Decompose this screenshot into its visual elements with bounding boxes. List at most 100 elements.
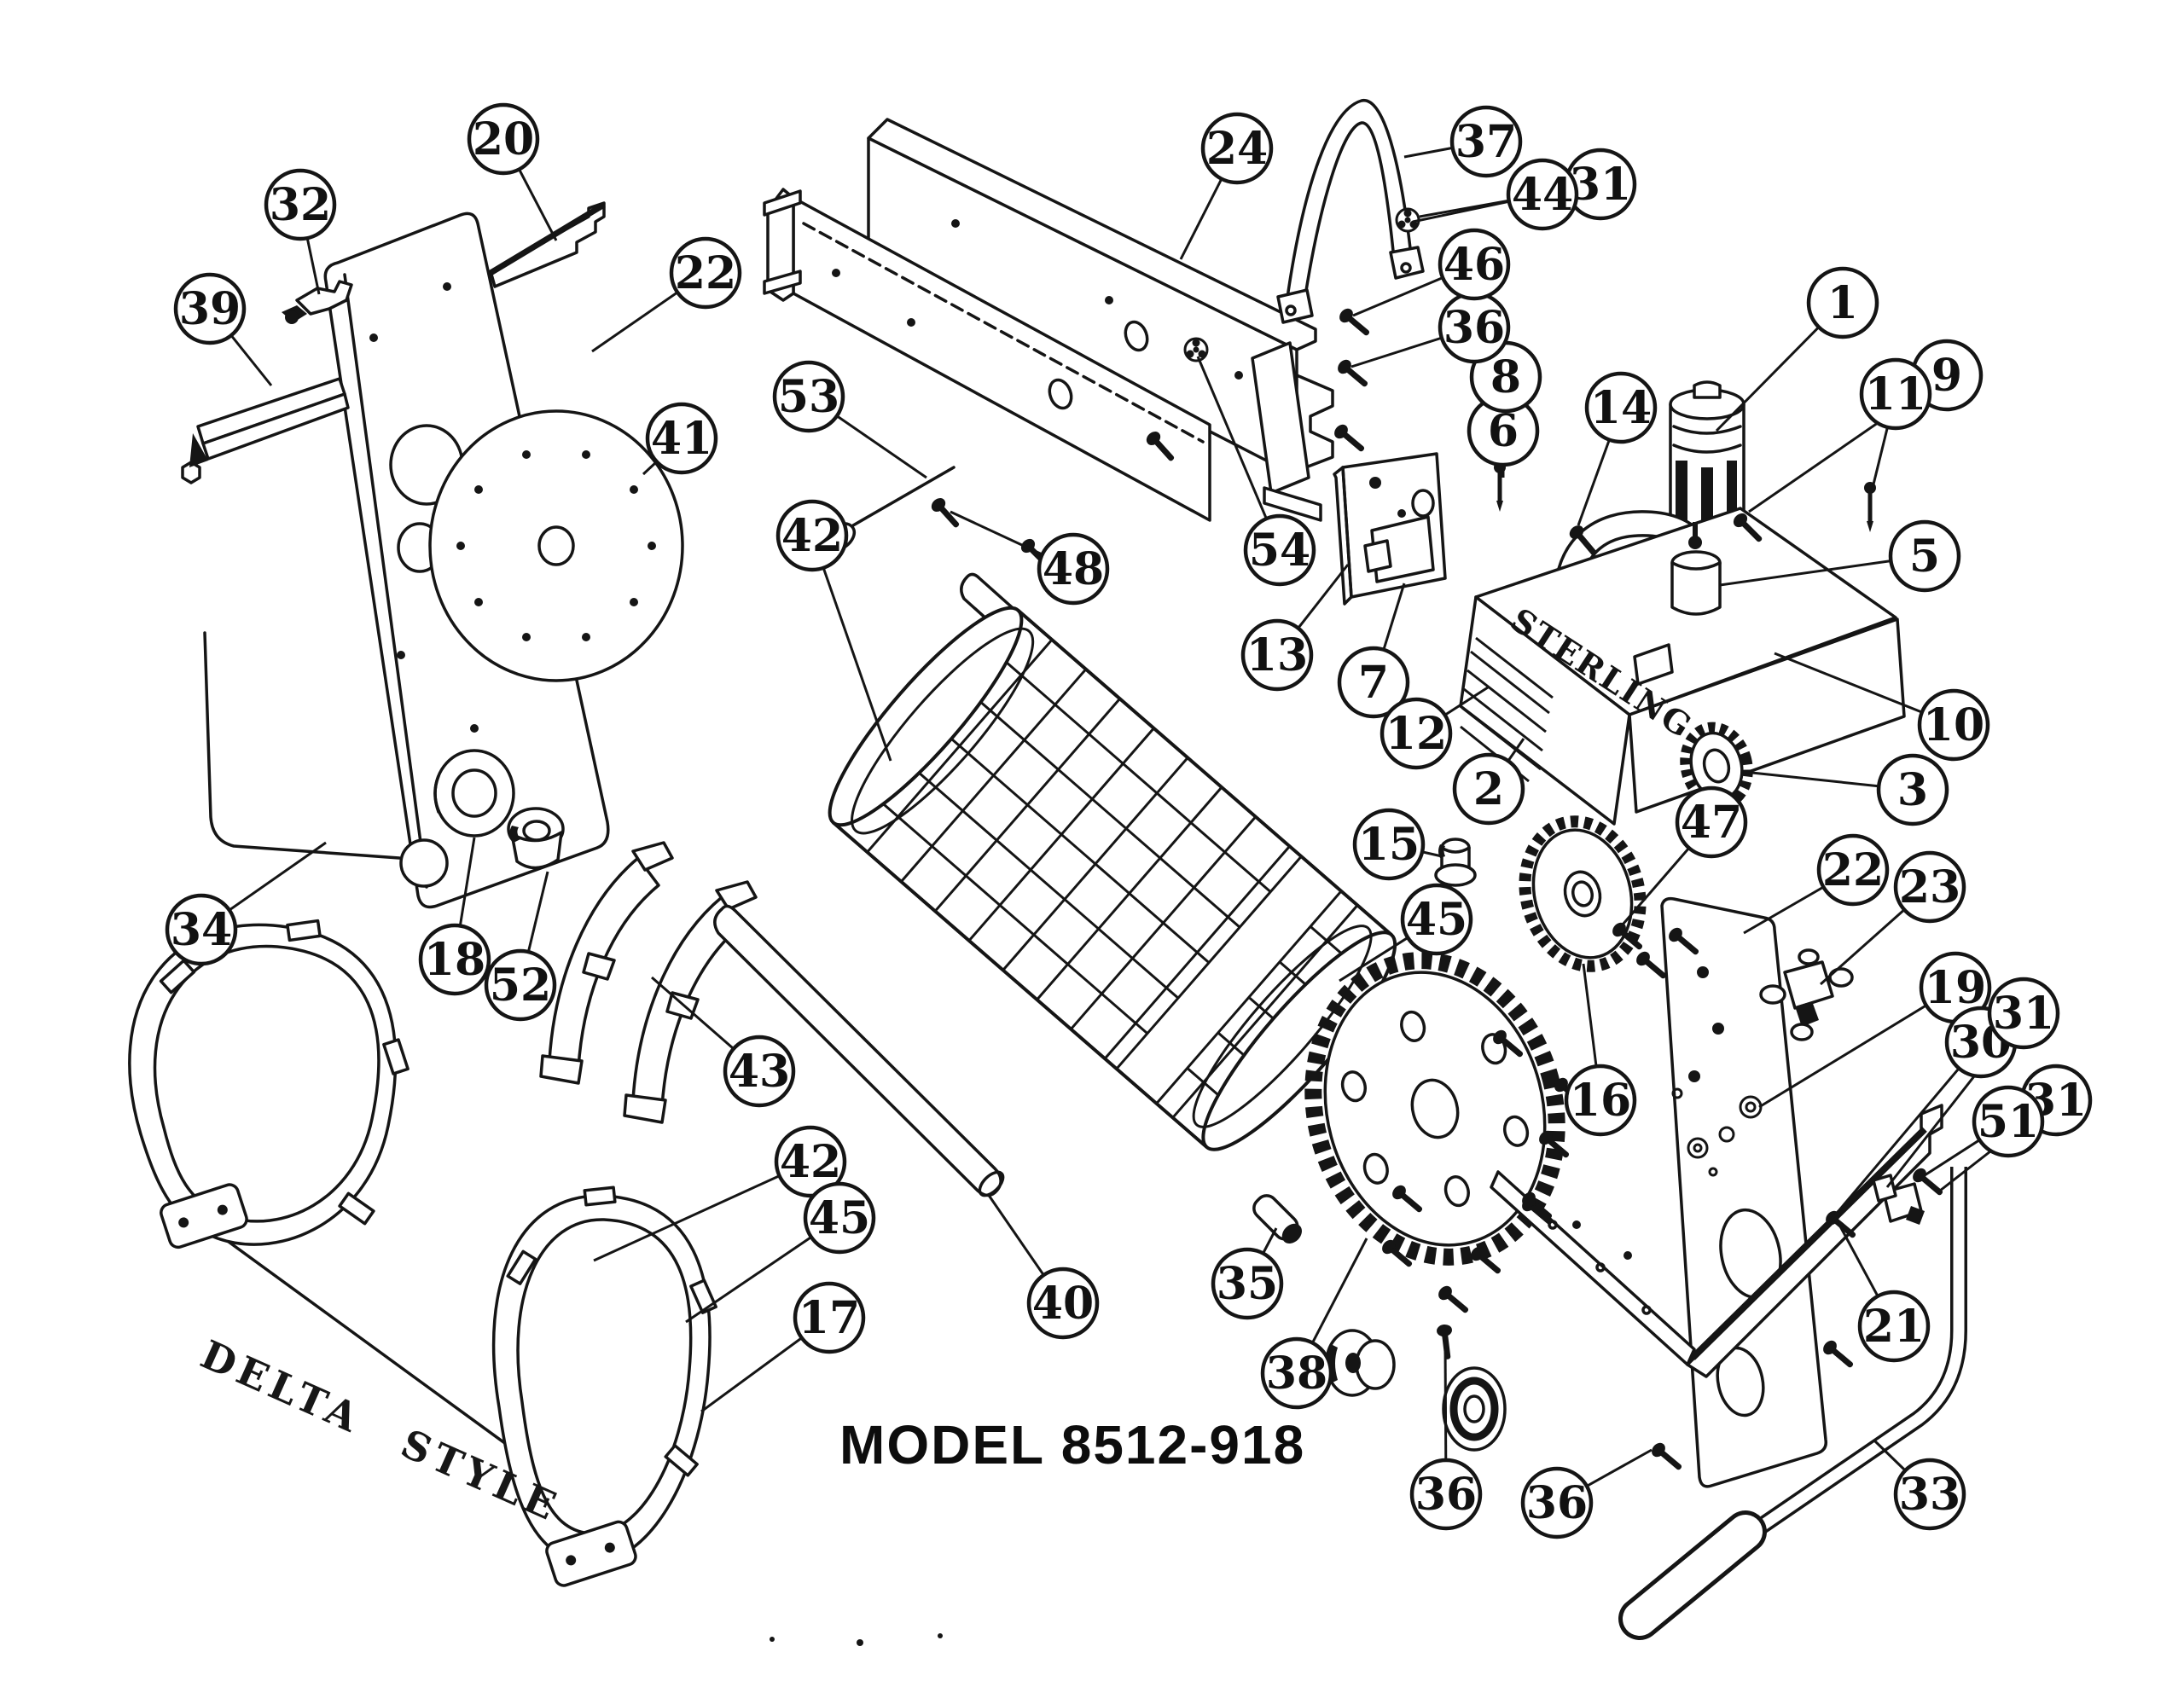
callout-number-33: 33 <box>1899 1469 1960 1521</box>
callout-balloon-31a: 31 <box>1564 148 1637 221</box>
rivet-dot-13 <box>474 598 483 606</box>
callout-balloon-17: 17 <box>793 1281 866 1354</box>
part-gear-small-16 <box>1519 815 1647 972</box>
screw-0 <box>1336 305 1374 340</box>
callout-balloon-21: 21 <box>1857 1290 1931 1363</box>
callout-number-38: 38 <box>1266 1348 1327 1400</box>
callout-balloon-45a: 45 <box>1400 883 1473 956</box>
leader-line-19 <box>1758 986 1956 1109</box>
callout-balloon-36b: 36 <box>1409 1458 1483 1531</box>
callout-balloon-18: 18 <box>418 923 491 996</box>
callout-balloon-19: 19 <box>1919 951 1992 1024</box>
callout-number-18: 18 <box>424 934 485 986</box>
washer-1 <box>1745 1101 1757 1113</box>
model-number-label: MODEL 8512-918 <box>839 1414 1305 1475</box>
callout-number-5: 5 <box>1909 530 1940 583</box>
part-rail-30 <box>1490 1104 1943 1378</box>
callout-number-7: 7 <box>1358 657 1389 709</box>
rivet-dot-15 <box>474 485 483 494</box>
rivet-dot-8 <box>907 318 915 327</box>
part-tube-40 <box>713 904 1005 1197</box>
callout-balloon-2: 2 <box>1452 752 1525 826</box>
callout-balloon-35: 35 <box>1211 1247 1284 1320</box>
part-strap-37 <box>1276 99 1425 324</box>
rivet-dot-21 <box>1697 966 1709 978</box>
part-bushing-52 <box>507 807 565 870</box>
rivet-dot-29 <box>938 1633 943 1638</box>
callout-balloon-34: 34 <box>165 893 238 966</box>
callout-balloon-54: 54 <box>1243 513 1316 587</box>
part-mount-5 <box>1670 522 1722 616</box>
washer-4 <box>1693 1143 1703 1153</box>
rivet-dot-16 <box>522 450 531 459</box>
screw-14 <box>1435 1283 1472 1318</box>
rivet-dot-24 <box>1572 1220 1581 1229</box>
callout-number-47: 47 <box>1681 797 1742 849</box>
callout-number-53: 53 <box>778 371 839 423</box>
leader-line-42a <box>810 535 892 762</box>
callout-balloon-16: 16 <box>1564 1064 1637 1137</box>
callout-number-45b: 45 <box>809 1192 870 1244</box>
rivet-dot-19 <box>1369 477 1381 489</box>
callout-number-16: 16 <box>1570 1075 1631 1127</box>
callout-number-44: 44 <box>1512 169 1573 221</box>
callout-balloon-3: 3 <box>1876 753 1949 826</box>
part-delta-ring-left <box>128 919 640 1542</box>
callout-number-19: 19 <box>1925 962 1986 1014</box>
callout-balloon-48: 48 <box>1037 532 1110 606</box>
hardware-layer <box>285 207 1947 1646</box>
part-pin-35 <box>1252 1194 1302 1244</box>
callout-number-1: 1 <box>1827 277 1858 329</box>
callout-number-12: 12 <box>1385 708 1447 760</box>
callout-number-15: 15 <box>1358 819 1420 871</box>
callout-balloon-41: 41 <box>645 402 718 475</box>
callout-balloon-42b: 42 <box>774 1125 847 1198</box>
callout-balloon-43: 43 <box>723 1035 796 1108</box>
callout-number-40: 40 <box>1032 1278 1094 1330</box>
rivet-dot-1 <box>443 282 451 291</box>
part-wheel-41 <box>428 409 684 682</box>
callout-number-8: 8 <box>1490 351 1521 403</box>
part-bracket-23 <box>1759 948 1854 1041</box>
callout-balloon-5: 5 <box>1888 519 1961 593</box>
callout-number-20: 20 <box>473 113 534 165</box>
part-channel-lower <box>763 188 1211 522</box>
callout-number-39: 39 <box>179 283 241 335</box>
callout-balloon-45b: 45 <box>803 1181 876 1255</box>
part-gear-large <box>1304 952 1565 1266</box>
screw-3 <box>928 495 964 532</box>
washer-6 <box>1671 1087 1683 1099</box>
part-bands-43 <box>539 841 758 1124</box>
washer-3 <box>1687 1137 1709 1159</box>
washer-2 <box>1718 1126 1735 1143</box>
rivet-dot-2 <box>397 651 405 659</box>
callout-balloon-42a: 42 <box>775 499 849 572</box>
callout-balloon-23: 23 <box>1893 850 1966 924</box>
screw-22 <box>1820 1337 1857 1372</box>
callout-number-41: 41 <box>651 413 712 465</box>
rivet-dot-11 <box>582 633 590 641</box>
callout-balloon-15: 15 <box>1352 808 1426 881</box>
callout-number-22a: 22 <box>675 247 736 299</box>
callout-number-37: 37 <box>1455 116 1517 168</box>
callout-balloon-46: 46 <box>1438 228 1511 301</box>
rivet-dot-18 <box>630 485 638 494</box>
callout-balloon-44: 44 <box>1506 158 1579 231</box>
rivet-dot-27 <box>770 1637 775 1642</box>
callout-balloon-37: 37 <box>1449 105 1523 178</box>
callout-number-36c: 36 <box>1526 1477 1588 1529</box>
callout-balloon-51: 51 <box>1972 1085 2045 1158</box>
rivet-dot-28 <box>857 1639 863 1646</box>
callout-balloon-24: 24 <box>1200 112 1274 185</box>
rivet-dot-4 <box>951 219 960 228</box>
rivet-dot-25 <box>1623 1251 1632 1260</box>
callout-number-36a: 36 <box>1443 302 1505 354</box>
callout-number-13: 13 <box>1246 629 1308 681</box>
leader-line-42b <box>593 1160 811 1262</box>
part-pulley-large <box>1442 1366 1507 1452</box>
rivet-dot-9 <box>648 542 656 550</box>
callout-balloon-10: 10 <box>1917 688 1990 762</box>
rivet-dot-10 <box>630 598 638 606</box>
callout-balloon-20: 20 <box>467 102 540 176</box>
